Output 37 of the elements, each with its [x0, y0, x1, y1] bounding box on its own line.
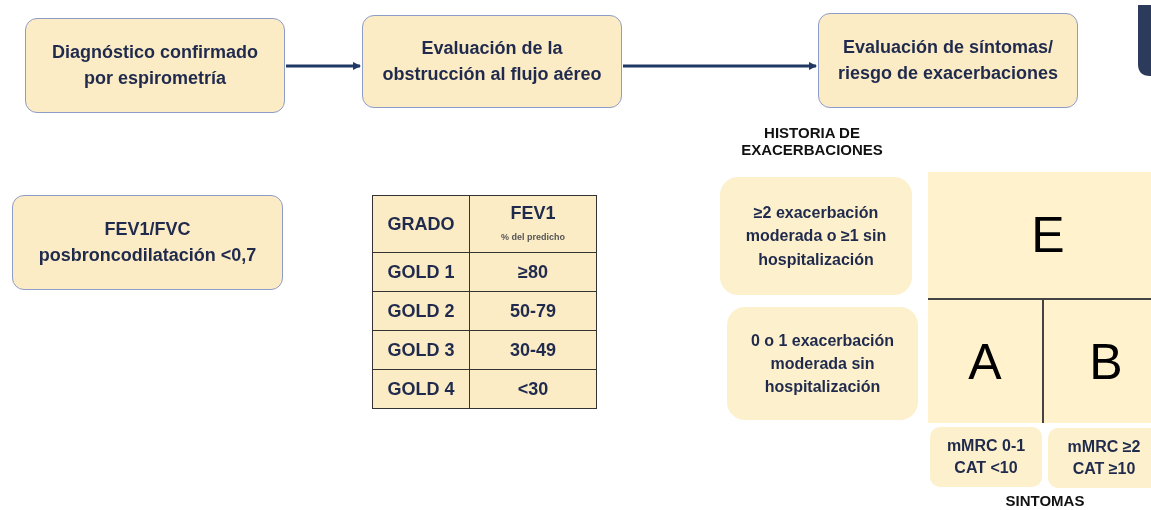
- box-text: ≥2 exacerbación moderada o ≥1 sin hospitalización: [744, 203, 888, 270]
- arrow: [286, 62, 361, 70]
- axis-title: SINTOMAS: [1004, 492, 1086, 509]
- category-box: [720, 177, 912, 295]
- process-box: [362, 15, 622, 108]
- table-cell: GOLD 1: [372, 252, 470, 292]
- unit-note: % del predicho: [501, 232, 565, 242]
- group-letter: A: [968, 332, 1002, 391]
- process-box: [25, 18, 285, 113]
- box-text: FEV1/FVC posbroncodilatación <0,7: [37, 218, 258, 267]
- table-cell: GOLD 4: [372, 369, 470, 409]
- group-letter: B: [1089, 332, 1123, 391]
- box-text: mMRC 0-1 CAT <10: [945, 435, 1027, 478]
- category-box: [930, 427, 1042, 487]
- table-cell: 30-49: [469, 330, 597, 370]
- table-cell: 50-79: [469, 291, 597, 331]
- arrow: [623, 62, 817, 70]
- box-text: Evaluación de síntomas/ riesgo de exacerbaciones: [836, 36, 1060, 85]
- table-cell: GOLD 2: [372, 291, 470, 331]
- table-cell: <30: [469, 369, 597, 409]
- table-cell: GOLD 3: [372, 330, 470, 370]
- box-text: Evaluación de la obstrucción al flujo aéreo: [381, 37, 603, 86]
- matrix-cell: [928, 298, 1044, 423]
- category-box: [727, 307, 918, 420]
- category-box: [1048, 428, 1151, 488]
- matrix-cell: [1044, 298, 1151, 423]
- process-box: [818, 13, 1078, 108]
- matrix-cell: [928, 172, 1151, 298]
- box-text: 0 o 1 exacerbación moderada sin hospitalización: [749, 330, 896, 398]
- criterion-box: [12, 195, 283, 290]
- box-text: Diagnóstico confirmado por espirometría: [51, 41, 259, 90]
- table-header: GRADO: [372, 195, 470, 253]
- table-cell: ≥80: [469, 252, 597, 292]
- table-header: FEV1: [510, 203, 556, 224]
- axis-title: HISTORIA DE EXACERBACIONES: [740, 124, 884, 158]
- group-letter: E: [1031, 206, 1065, 264]
- box-text: mMRC ≥2 CAT ≥10: [1066, 436, 1142, 479]
